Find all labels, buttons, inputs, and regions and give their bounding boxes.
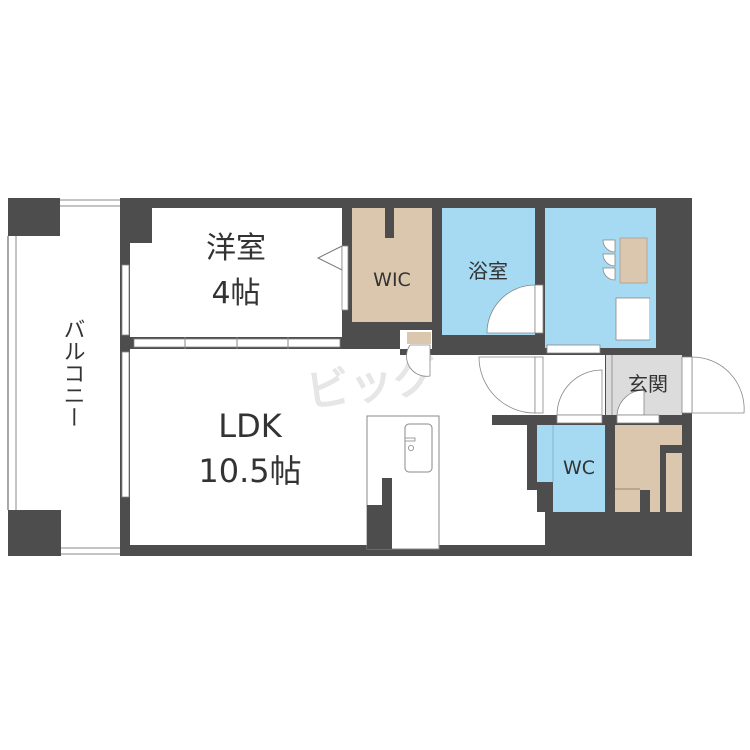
shelf [619,237,648,284]
western-room [130,208,342,337]
washing-machine [615,297,651,341]
front-door[interactable] [691,356,745,414]
western-room-name: 洋室 [206,231,266,266]
ldk-size: 10.5帖 [198,452,301,490]
balcony [7,198,120,556]
ldk-name: LDK [218,407,282,445]
ldk-room [130,349,545,545]
toilet-label: WC [563,457,595,479]
entrance-label: 玄関 [628,372,668,396]
western-room-size: 4帖 [211,276,260,311]
balcony-label: バルコニー [60,318,85,428]
bathroom-label: 浴室 [468,259,508,283]
sliding-door[interactable] [133,337,341,350]
ldk-door[interactable] [478,356,536,414]
kitchen-counter [366,415,440,550]
bathroom-door[interactable] [486,284,536,334]
wic-label: WIC [373,269,411,291]
